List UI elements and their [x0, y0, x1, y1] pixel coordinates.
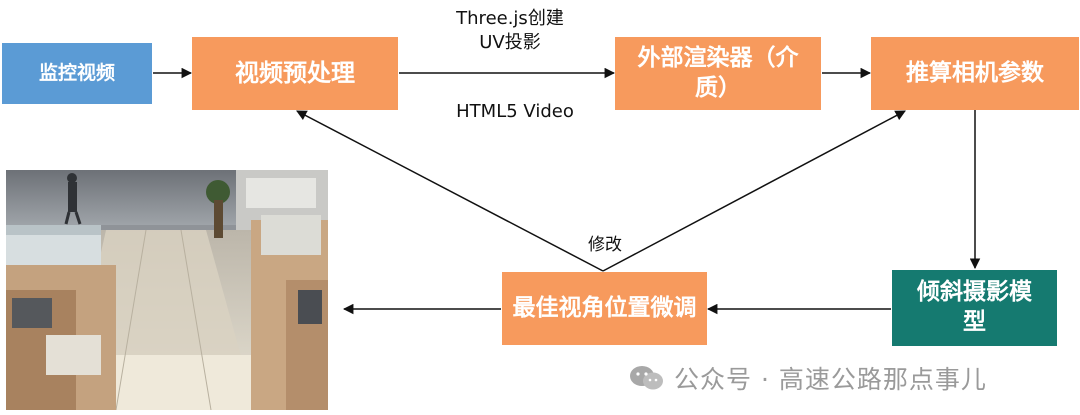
watermark-text: 公众号 · 高速公路那点事儿 — [674, 360, 987, 396]
office-corridor-photo — [6, 170, 328, 410]
arrow-modify-to-camera — [603, 111, 905, 271]
label-threejs-create: Three.js创建 — [430, 8, 590, 31]
node-external-renderer: 外部渲染器（介质） — [615, 37, 821, 110]
node-video-preprocess: 视频预处理 — [192, 37, 398, 110]
label-modify: 修改 — [575, 235, 635, 256]
node-camera-params: 推算相机参数 — [871, 37, 1079, 110]
label-uv-projection: UV投影 — [430, 32, 590, 55]
watermark: 公众号 · 高速公路那点事儿 — [628, 360, 987, 396]
node-monitor-video: 监控视频 — [2, 43, 152, 104]
node-oblique-model: 倾斜摄影模型 — [892, 270, 1057, 346]
label-html5-video: HTML5 Video — [430, 101, 600, 124]
wechat-icon — [628, 364, 666, 392]
arrow-modify-to-preprocess — [297, 111, 603, 271]
node-view-finetune: 最佳视角位置微调 — [502, 272, 707, 345]
